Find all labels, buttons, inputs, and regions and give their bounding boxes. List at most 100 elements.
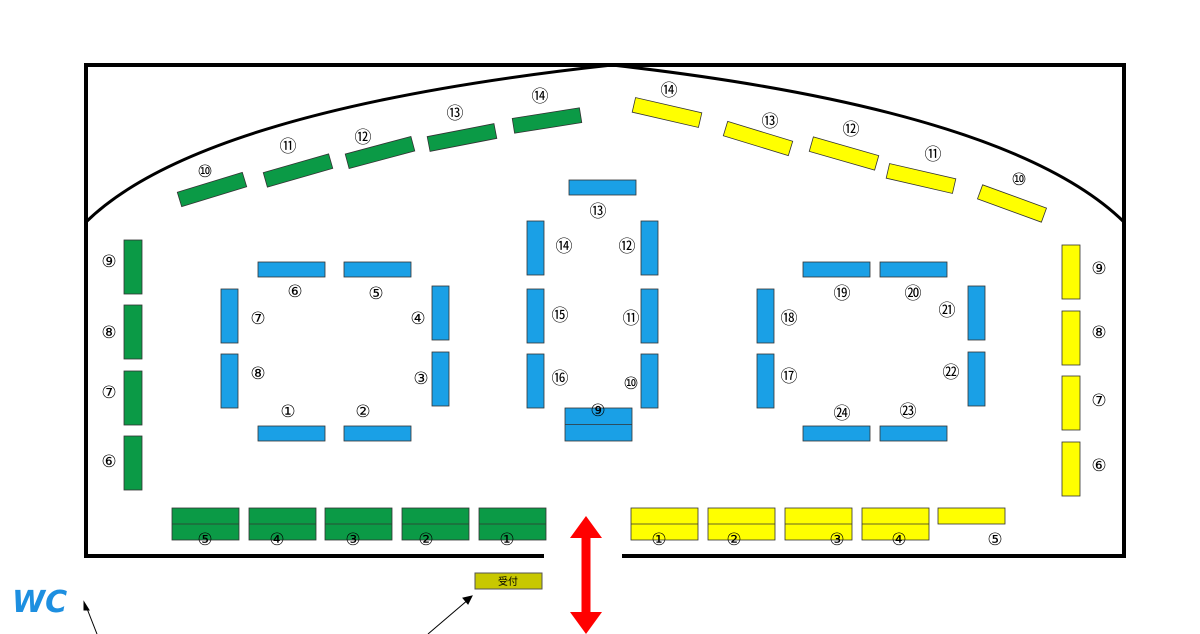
blue-right-label-7: ㉓ [900, 402, 917, 422]
blue-right-label-1: ⑳ [905, 284, 922, 304]
blue-left-label-1: ⑤ [368, 284, 383, 304]
yellow-booth-right-3[interactable] [1061, 441, 1081, 497]
yellow-booth-top-2[interactable] [808, 136, 880, 171]
blue-center-booth-4[interactable] [640, 288, 659, 344]
blue-right-label-4: ⑰ [781, 367, 798, 387]
pointer-lines [83, 595, 473, 634]
green-booth-bottom-3[interactable] [401, 507, 470, 541]
green-booth-left-2[interactable] [123, 370, 143, 426]
yellow-top-label-3: ⑪ [925, 145, 942, 165]
blue-center-label-1: ⑭ [556, 237, 573, 257]
blue-right-booth-1[interactable] [879, 261, 948, 278]
yellow-right-label-1: ⑧ [1091, 323, 1106, 343]
green-left-label-2: ⑦ [101, 383, 116, 403]
green-booth-top-2[interactable] [344, 135, 416, 170]
entrance-arrow [570, 516, 602, 634]
blue-right-booth-2[interactable] [967, 285, 986, 341]
hall-roof-arc [84, 63, 1126, 224]
green-booth-top-0[interactable] [176, 171, 248, 208]
green-booth-group [123, 107, 583, 541]
yellow-bottom-label-3: ④ [891, 530, 906, 550]
green-booth-left-3[interactable] [123, 435, 143, 491]
green-booth-bottom-4[interactable] [478, 507, 547, 541]
green-top-label-0: ⑩ [197, 162, 212, 182]
yellow-booth-bottom-2[interactable] [784, 507, 853, 541]
blue-left-booth-7[interactable] [343, 425, 412, 442]
blue-right-booth-3[interactable] [756, 288, 775, 344]
yellow-right-label-0: ⑨ [1091, 259, 1106, 279]
yellow-right-label-2: ⑦ [1091, 391, 1106, 411]
blue-left-booth-1[interactable] [343, 261, 412, 278]
yellow-booth-right-2[interactable] [1061, 375, 1081, 431]
yellow-bottom-label-0: ① [651, 530, 666, 550]
blue-booth-group [220, 179, 986, 442]
yellow-booth-top-0[interactable] [631, 97, 703, 128]
hall-outline [84, 63, 1126, 558]
green-bottom-label-0: ⑤ [197, 530, 212, 550]
blue-center-booth-3[interactable] [526, 288, 545, 344]
blue-center-booth-5[interactable] [526, 353, 545, 409]
green-booth-top-1[interactable] [262, 153, 334, 188]
blue-center-label-4: ⑪ [623, 309, 640, 329]
green-left-label-0: ⑨ [101, 252, 116, 272]
blue-left-label-5: ③ [413, 369, 428, 389]
blue-left-booth-0[interactable] [257, 261, 326, 278]
blue-right-booth-0[interactable] [802, 261, 871, 278]
blue-right-label-0: ⑲ [834, 284, 851, 304]
blue-left-booth-2[interactable] [220, 288, 239, 344]
yellow-booth-top-4[interactable] [976, 184, 1048, 223]
blue-center-booth-2[interactable] [640, 220, 659, 276]
blue-right-booth-4[interactable] [756, 353, 775, 409]
yellow-right-label-3: ⑥ [1091, 456, 1106, 476]
reception-label: 受付 [498, 575, 518, 588]
wc-pointer-line [85, 605, 98, 634]
yellow-top-label-4: ⑩ [1011, 170, 1026, 190]
yellow-booth-group [630, 97, 1081, 541]
blue-right-label-2: ㉑ [939, 301, 956, 321]
blue-right-booth-6[interactable] [802, 425, 871, 442]
blue-right-label-5: ㉒ [943, 363, 960, 383]
green-booth-bottom-1[interactable] [248, 507, 317, 541]
reception-desk[interactable]: 受付 [474, 572, 543, 590]
reception-pointer-line [427, 598, 470, 634]
green-left-label-3: ⑥ [101, 452, 116, 472]
green-bottom-label-2: ③ [345, 530, 360, 550]
blue-left-label-2: ⑦ [250, 309, 265, 329]
yellow-booth-bottom-1[interactable] [707, 507, 776, 541]
green-booth-left-0[interactable] [123, 239, 143, 295]
yellow-booth-bottom-0[interactable] [630, 507, 699, 541]
blue-left-booth-3[interactable] [220, 353, 239, 409]
yellow-top-label-2: ⑫ [843, 120, 860, 140]
green-top-label-4: ⑭ [532, 87, 549, 107]
blue-left-label-6: ① [280, 402, 295, 422]
yellow-top-label-0: ⑭ [661, 81, 678, 101]
green-booth-top-4[interactable] [511, 107, 583, 134]
yellow-booth-bottom-4[interactable] [937, 507, 1006, 525]
yellow-booth-bottom-3[interactable] [861, 507, 930, 541]
blue-left-booth-6[interactable] [257, 425, 326, 442]
green-booth-left-1[interactable] [123, 304, 143, 360]
green-left-label-1: ⑧ [101, 323, 116, 343]
green-booth-bottom-2[interactable] [324, 507, 393, 541]
blue-right-booth-7[interactable] [879, 425, 948, 442]
yellow-booth-top-3[interactable] [885, 163, 957, 194]
yellow-booth-right-1[interactable] [1061, 310, 1081, 366]
blue-center-booth-1[interactable] [526, 220, 545, 276]
yellow-booth-right-0[interactable] [1061, 244, 1081, 300]
blue-left-booth-4[interactable] [431, 285, 450, 341]
blue-right-booth-5[interactable] [967, 351, 986, 407]
blue-center-label-3: ⑮ [552, 306, 569, 326]
blue-center-booth-0[interactable] [568, 179, 637, 196]
green-top-label-3: ⑬ [447, 104, 464, 124]
blue-center-booth-7[interactable] [564, 407, 633, 442]
yellow-bottom-label-1: ② [726, 530, 741, 550]
blue-center-booth-6[interactable] [640, 353, 659, 409]
yellow-booth-top-1[interactable] [722, 120, 794, 157]
blue-left-booth-5[interactable] [431, 351, 450, 407]
green-booth-top-3[interactable] [426, 123, 498, 152]
yellow-top-label-1: ⑬ [762, 112, 779, 132]
green-booth-bottom-0[interactable] [171, 507, 240, 541]
blue-center-label-6: ⑩ [623, 374, 638, 394]
green-bottom-label-1: ④ [269, 530, 284, 550]
green-bottom-label-4: ① [499, 530, 514, 550]
